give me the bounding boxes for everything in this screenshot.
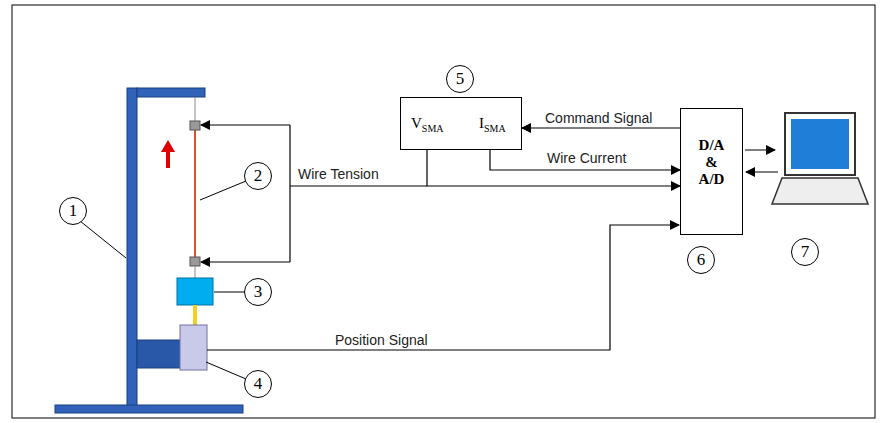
load-cell — [177, 278, 213, 305]
callout-number: 3 — [254, 282, 263, 302]
laptop-display — [791, 119, 849, 169]
motion-arrowhead — [161, 140, 175, 152]
converter-label: D/A & A/D — [695, 137, 729, 188]
leader-line — [214, 292, 245, 293]
tension-lead — [201, 124, 290, 125]
data-arrow — [746, 172, 778, 173]
signal-symbol: V — [411, 115, 422, 131]
callout-circle: 4 — [244, 370, 272, 398]
callout-circle: 5 — [446, 65, 474, 93]
signal-name: ISMA — [479, 115, 506, 134]
signal-box: D/A & A/D — [680, 108, 743, 235]
laptop-base — [772, 178, 868, 204]
data-arrow — [745, 150, 775, 151]
leader-line — [80, 221, 126, 258]
callout-number: 5 — [456, 69, 465, 89]
leader-line — [206, 362, 246, 379]
callout-circle: 7 — [791, 238, 819, 266]
callout-number: 2 — [254, 166, 263, 186]
edge-label: Wire Current — [545, 150, 628, 166]
stand-column — [127, 88, 137, 406]
callout-number: 4 — [254, 374, 263, 394]
signal-symbol: I — [479, 115, 484, 131]
leader-line — [200, 181, 246, 200]
callout-circle: 2 — [244, 162, 272, 190]
frame-border — [12, 5, 875, 418]
lower-clamp — [190, 257, 200, 266]
tension-line — [290, 185, 427, 186]
motion-arrow — [166, 150, 170, 168]
callout-circle: 3 — [244, 278, 272, 306]
callout-number: 1 — [69, 201, 78, 221]
position-line — [207, 225, 679, 350]
upper-clamp — [190, 121, 200, 130]
signal-subscript: SMA — [484, 123, 506, 134]
callout-number: 6 — [697, 250, 706, 270]
stand-arm — [137, 88, 205, 97]
sma-wire — [194, 130, 196, 258]
tension-lead — [201, 261, 290, 262]
signal-connector — [490, 150, 680, 170]
tension-riser — [289, 125, 290, 262]
callout-number: 7 — [801, 242, 810, 262]
signal-connector — [522, 127, 680, 128]
position-sensor — [180, 325, 207, 370]
link — [195, 266, 196, 278]
signal-label: Position Signal — [333, 332, 430, 348]
signal-label: Wire Tension — [296, 166, 381, 182]
signal-box: VSMAISMA — [400, 97, 522, 150]
sensor-bracket — [137, 340, 182, 368]
signal-subscript: SMA — [422, 123, 444, 134]
callout-circle: 1 — [59, 197, 87, 225]
signal-connector — [427, 150, 680, 186]
edge-label: Command Signal — [543, 110, 654, 126]
laptop-screen — [785, 113, 855, 175]
signal-name: VSMA — [411, 115, 444, 134]
stand-base — [55, 405, 243, 413]
rod — [193, 305, 197, 325]
callout-circle: 6 — [687, 246, 715, 274]
